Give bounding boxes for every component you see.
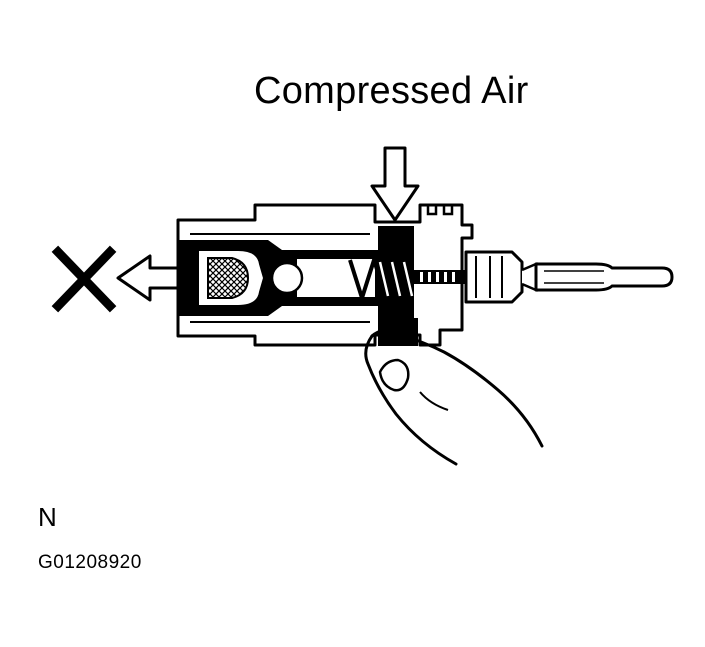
screwdriver-icon [464, 250, 674, 304]
diagram-title: Compressed Air [254, 70, 529, 112]
valve-stem [414, 270, 466, 284]
x-mark-icon [51, 245, 117, 313]
left-arrow-icon [116, 254, 188, 302]
down-arrow-icon [370, 146, 420, 222]
port-plug [378, 318, 418, 346]
figure-id: G01208920 [38, 552, 142, 573]
finger-icon [364, 329, 544, 466]
diagram-code: N [38, 502, 57, 532]
valve-bore [178, 240, 382, 316]
spring-icon [303, 226, 414, 332]
